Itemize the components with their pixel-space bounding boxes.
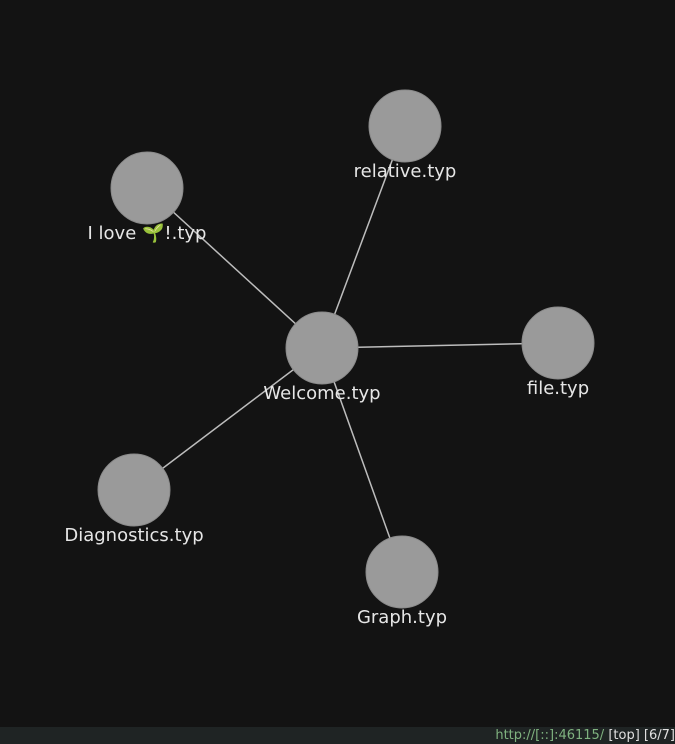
status-bar: http://[::]:46115/ [top] [6/7] (0, 727, 675, 744)
node-welcome[interactable]: Welcome.typ (263, 311, 381, 404)
node-circle[interactable] (365, 535, 439, 609)
status-url: http://[::]:46115/ (495, 728, 605, 743)
node-graph[interactable]: Graph.typ (357, 535, 447, 628)
node-label: file.typ (527, 378, 589, 399)
status-position: [6/7] (643, 728, 675, 743)
node-relative[interactable]: relative.typ (354, 89, 457, 182)
edges-layer (133, 125, 559, 573)
node-circle[interactable] (110, 151, 184, 225)
node-circle[interactable] (368, 89, 442, 163)
node-label: Welcome.typ (263, 383, 380, 404)
status-scroll-indicator: [top] (608, 728, 640, 743)
edge-welcome-ilove (146, 187, 323, 349)
node-circle[interactable] (97, 453, 171, 527)
node-label: Diagnostics.typ (64, 525, 203, 546)
node-circle[interactable] (285, 311, 359, 385)
node-circle[interactable] (521, 306, 595, 380)
edge-welcome-diagnostics (133, 347, 323, 491)
node-label: relative.typ (354, 161, 457, 182)
node-file[interactable]: file.typ (521, 306, 595, 399)
graph-canvas: Welcome.typ relative.typ I love 🌱!.typ file… (64, 89, 595, 628)
edge-welcome-relative (321, 125, 406, 349)
nodes-layer: Welcome.typ relative.typ I love 🌱!.typ file… (64, 89, 595, 628)
node-diagnostics[interactable]: Diagnostics.typ (64, 453, 204, 546)
edge-welcome-graph (321, 347, 403, 573)
node-label: Graph.typ (357, 607, 447, 628)
node-label: I love 🌱!.typ (88, 223, 207, 244)
edge-welcome-file (321, 342, 559, 349)
graph-svg: Welcome.typ relative.typ I love 🌱!.typ file… (64, 89, 595, 628)
node-ilove[interactable]: I love 🌱!.typ (88, 151, 207, 244)
